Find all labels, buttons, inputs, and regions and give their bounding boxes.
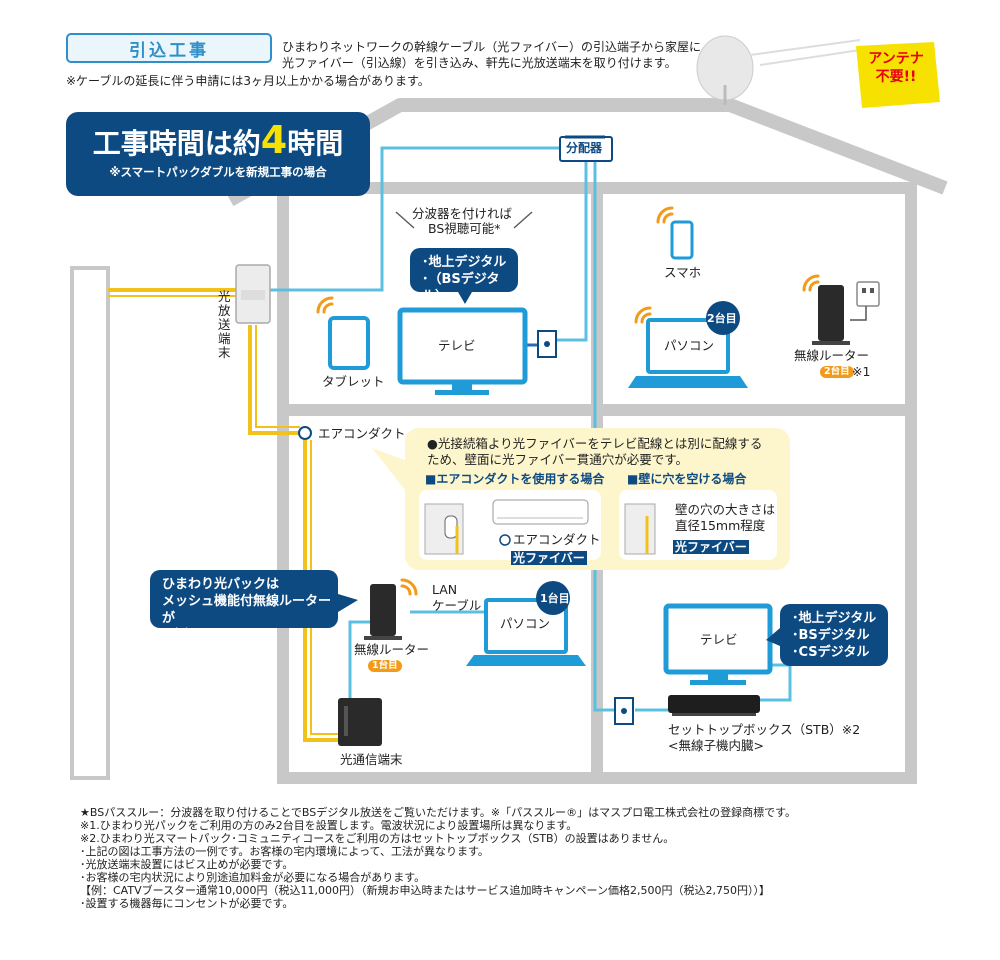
router-upper-label: 無線ルーター [794, 348, 870, 363]
utility-pole [70, 266, 110, 780]
mesh-bubble-line1: ひまわり光パックは [162, 577, 280, 592]
mesh-bubble: ひまわり光パックは メッシュ機能付無線ルーターが 2台設置されます。 [150, 570, 338, 643]
wall-hole-illustration [624, 503, 656, 555]
info-duct-label: エアコンダクト [513, 532, 601, 547]
header-desc-line1: ひまわりネットワークの幹線ケーブル（光ファイバー）の引込端子から家屋に [282, 40, 702, 54]
mesh-bubble-line2: メッシュ機能付無線ルーターが [162, 594, 332, 626]
antenna-dish-icon [696, 35, 861, 105]
onu-label: 光通信端末 [340, 752, 403, 767]
router-upper-note: ※1 [852, 364, 871, 379]
splitter-label: 分配器 [566, 141, 603, 155]
aircon-duct-label: エアコンダクト [318, 426, 406, 441]
laptop-lower-icon [466, 598, 586, 666]
badge-second-circle [706, 301, 740, 335]
tv-lower-bubble-line1: ･地上デジタル [792, 611, 877, 626]
footnote: ★BSパススルー：分波器を取り付けることでBSデジタル放送をご覧いただけます。※… [80, 806, 796, 819]
stb-to-tv [760, 663, 792, 702]
info-panel-a: エアコンダクト 光ファイバー [419, 490, 601, 565]
wave-note-line1: 分波器を付ければ [412, 206, 513, 221]
badge-first-circle [536, 581, 570, 615]
router-upper-icon [812, 285, 850, 345]
pc-lower-label: パソコン [500, 616, 551, 631]
router-lower-icon [364, 584, 402, 640]
onu-icon [338, 698, 382, 746]
tv-upper-bubble-line1: ･地上デジタル [422, 255, 507, 270]
section-tag: 引込工事 [66, 33, 272, 63]
tv-upper-bubble: ･地上デジタル ･（BSデジタル） [410, 248, 518, 304]
footnote: ･お客様の宅内状況により別途追加料金が必要になる場合があります。 [80, 871, 426, 884]
info-panel-b: 壁の穴の大きさは 直径15mm程度 光ファイバー [619, 490, 777, 560]
stb-label-2: <無線子機内臓> [668, 738, 764, 753]
coax-to-stb [593, 162, 615, 712]
stb-icon [668, 695, 760, 716]
pc-upper-label: パソコン [664, 338, 715, 353]
footnote: ･光放送端末設置にはビス止めが必要です。 [80, 858, 294, 871]
power-outlet-icon [850, 281, 880, 321]
info-hole-line2: 直径15mm程度 [675, 518, 766, 533]
time-post: 時間 [287, 127, 344, 160]
info-box: ●光接続箱より光ファイバーをテレビ配線とは別に配線する ため、壁面に光ファイバー… [405, 428, 790, 570]
footnote: ※2.ひまわり光スマートパック･コミュニティコースをご利用の方はセットトップボッ… [80, 832, 675, 845]
footnote: 【例：CATVブースター通常10,000円（税込11,000円）（新規お申込時ま… [80, 884, 770, 897]
info-fiber-a: 光ファイバー [511, 551, 587, 565]
tv-lower-bubble-line3: ･CSデジタル [792, 645, 870, 660]
footnote: ･上記の図は工事方法の一例です。お客様の宅内環境によって、工法が異なります。 [80, 845, 489, 858]
aircon-duct-icon [298, 426, 312, 440]
tv-upper-bubble-line2: ･（BSデジタル） [422, 272, 500, 304]
tv-lower-label: テレビ [700, 632, 738, 647]
tv-lower-bubble: ･地上デジタル ･BSデジタル ･CSデジタル [780, 604, 888, 666]
info-hole-line1: 壁の穴の大きさは [675, 502, 776, 517]
tablet-icon [328, 316, 370, 370]
badge-first: 1台目 [540, 592, 570, 605]
time-callout: 工事時間は約4時間 ※スマートパックダブルを新規工事の場合 [66, 112, 370, 196]
wave-note-line2: BS視聴可能* [428, 221, 501, 236]
tv-lower-bubble-line2: ･BSデジタル [792, 628, 870, 643]
info-fiber-b: 光ファイバー [673, 540, 749, 554]
fiber-to-onu [303, 440, 338, 742]
footnote: ※1.ひまわり光パックをご利用の方のみ2台目を設置します。電波状況により設置場所… [80, 819, 578, 832]
footnote: ･設置する機器毎にコンセントが必要です。 [80, 897, 294, 910]
router-lower-unit: 1台目 [368, 660, 402, 672]
smartphone-icon [670, 220, 694, 260]
info-line2: ため、壁面に光ファイバー貫通穴が必要です。 [427, 452, 689, 467]
footnotes: ★BSパススルー：分波器を取り付けることでBSデジタル放送をご覧いただけます。※… [80, 806, 796, 910]
antenna-badge: アンテナ 不要!! [862, 50, 930, 86]
time-callout-title: 工事時間は約4時間 [66, 120, 370, 164]
coax-to-splitter [270, 146, 560, 292]
optical-terminal-label: 光放送端末 [218, 289, 231, 360]
lan-label-1: LAN [432, 582, 458, 597]
antenna-badge-line2: 不要!! [875, 69, 917, 85]
info-case-b: ■壁に穴を空ける場合 [627, 472, 747, 486]
header-note: ※ケーブルの延長に伴う申請には3ヶ月以上かかる場合があります。 [66, 74, 430, 88]
tablet-label: タブレット [322, 374, 385, 389]
smartphone-label: スマホ [664, 265, 702, 280]
badge-second: 2台目 [707, 312, 737, 325]
laptop-upper-icon [628, 318, 748, 388]
info-line1: ●光接続箱より光ファイバーをテレビ配線とは別に配線する [427, 436, 763, 451]
stb-label-1: セットトップボックス（STB）※2 [668, 722, 861, 737]
fiber-to-duct [248, 325, 300, 435]
info-case-a: ■エアコンダクトを使用する場合 [425, 472, 605, 486]
antenna-badge-shape [856, 42, 940, 108]
mesh-bubble-line3: 2台設置されます。 [162, 628, 274, 643]
header-desc-line2: 光ファイバー（引込線）を引き込み、軒先に光放送端末を取り付けます。 [282, 56, 677, 70]
time-pre: 工事時間は約 [92, 127, 261, 160]
router-lower-label: 無線ルーター [354, 642, 430, 657]
coax-to-tv-upper [556, 162, 588, 342]
wifi-icons [316, 206, 820, 596]
time-callout-sub: ※スマートパックダブルを新規工事の場合 [109, 165, 327, 179]
tv-upper-icon [397, 307, 528, 395]
lan-label-2: ケーブル [432, 598, 482, 613]
antenna-badge-line1: アンテナ [868, 51, 924, 67]
aircon-illustration [424, 499, 589, 555]
router-upper-unit: 2台目 [820, 366, 854, 378]
tv-upper-label: テレビ [438, 338, 476, 353]
onu-to-router [348, 620, 370, 700]
time-num: 4 [260, 118, 288, 162]
